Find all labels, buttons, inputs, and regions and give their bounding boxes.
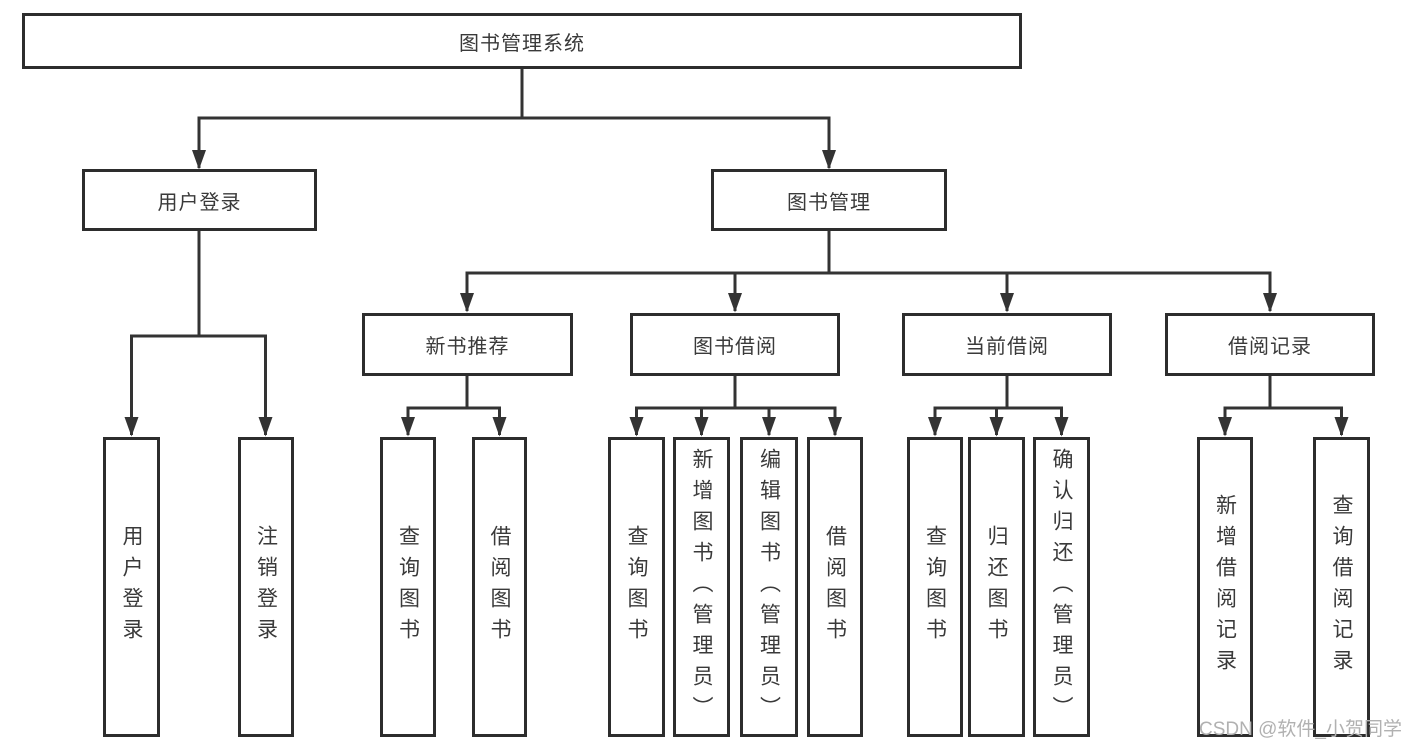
leaf-add-books-admin: 新增图书（管理员） bbox=[673, 437, 730, 737]
node-library-system: 图书管理系统 bbox=[22, 13, 1022, 69]
connector-borrow-to-leaves-outer bbox=[629, 406, 842, 437]
leaf-logout: 注销登录 bbox=[238, 437, 294, 737]
connector-book-to-mid-outer bbox=[460, 271, 1277, 313]
leaf-borrow-books-borrowing: 借阅图书 bbox=[807, 437, 863, 737]
node-book-borrowing: 图书借阅 bbox=[630, 313, 840, 376]
node-current-borrowing: 当前借阅 bbox=[902, 313, 1112, 376]
watermark-csdn: CSDN @软件_小贺同学 bbox=[1199, 719, 1402, 740]
leaf-edit-books-admin: 编辑图书（管理员） bbox=[740, 437, 798, 737]
leaf-user-login: 用户登录 bbox=[103, 437, 160, 737]
leaf-return-books: 归还图书 bbox=[968, 437, 1025, 737]
connector-root-to-branches bbox=[192, 116, 836, 170]
leaf-borrow-books-recommend: 借阅图书 bbox=[472, 437, 527, 737]
node-borrowing-records: 借阅记录 bbox=[1165, 313, 1375, 376]
node-book-management-branch: 图书管理 bbox=[711, 169, 947, 231]
node-new-book-recommendation: 新书推荐 bbox=[362, 313, 573, 376]
leaf-query-borrow-record: 查询借阅记录 bbox=[1313, 437, 1370, 737]
leaf-query-books-current: 查询图书 bbox=[907, 437, 963, 737]
leaf-query-books-recommend: 查询图书 bbox=[380, 437, 436, 737]
connector-current-to-leaves-outer bbox=[928, 406, 1069, 437]
leaf-add-borrow-record: 新增借阅记录 bbox=[1197, 437, 1253, 737]
leaf-confirm-return-admin: 确认归还（管理员） bbox=[1033, 437, 1090, 737]
leaf-query-books-borrowing: 查询图书 bbox=[608, 437, 665, 737]
node-user-login-branch: 用户登录 bbox=[82, 169, 317, 231]
connector-newbook-to-leaves bbox=[401, 406, 507, 437]
connector-record-to-leaves bbox=[1218, 406, 1349, 437]
connector-user-to-leaves bbox=[124, 334, 273, 437]
